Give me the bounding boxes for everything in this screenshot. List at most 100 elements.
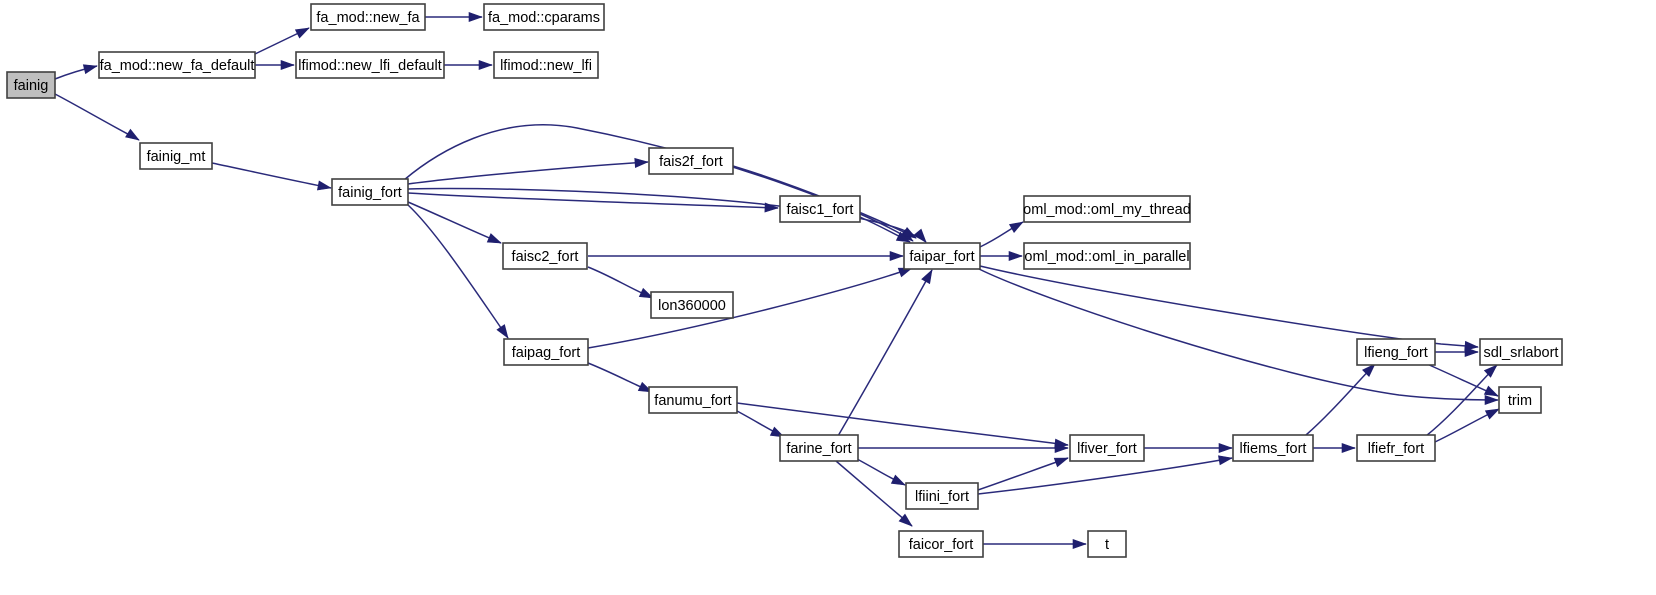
node-lfimod_new_lfi_default[interactable]: lfimod::new_lfi_default xyxy=(295,51,445,79)
node-box-lfiini_fort[interactable] xyxy=(905,482,979,510)
arrowhead xyxy=(478,59,493,71)
node-faisc2_fort[interactable]: faisc2_fort xyxy=(502,242,588,270)
node-lfiini_fort[interactable]: lfiini_fort xyxy=(905,482,979,510)
node-box-lfiver_fort[interactable] xyxy=(1069,434,1145,462)
edge-lfiini_fort-to-lfiems_fort xyxy=(977,457,1233,495)
node-box-t[interactable] xyxy=(1087,530,1127,558)
arrowhead xyxy=(764,202,779,213)
node-faipar_fort[interactable]: faipar_fort xyxy=(903,242,981,270)
node-t[interactable]: t xyxy=(1087,530,1127,558)
arrowhead xyxy=(913,228,927,243)
node-fainig_mt[interactable]: fainig_mt xyxy=(139,142,213,170)
arrowhead xyxy=(496,324,509,339)
node-fainig_fort[interactable]: fainig_fort xyxy=(331,178,409,206)
arrowhead xyxy=(901,226,917,239)
node-fa_mod_new_fa_default[interactable]: fa_mod::new_fa_default xyxy=(98,51,256,79)
node-lon360000[interactable]: lon360000 xyxy=(650,291,734,319)
node-lfiefr_fort[interactable]: lfiefr_fort xyxy=(1356,434,1436,462)
arrowhead xyxy=(125,128,140,141)
arrowhead xyxy=(921,269,933,285)
node-faicor_fort[interactable]: faicor_fort xyxy=(898,530,984,558)
node-sdl_srlabort[interactable]: sdl_srlabort xyxy=(1479,338,1563,366)
edge-faipar_fort-to-sdl_srlabort xyxy=(979,265,1479,348)
node-box-fainig_mt[interactable] xyxy=(139,142,213,170)
node-box-faipag_fort[interactable] xyxy=(503,338,589,366)
arrowhead xyxy=(486,233,502,244)
arrowhead xyxy=(1362,363,1376,377)
node-box-lfimod_new_lfi[interactable] xyxy=(493,51,599,79)
node-box-fa_mod_new_fa_default[interactable] xyxy=(98,51,256,79)
node-trim[interactable]: trim xyxy=(1498,386,1542,414)
node-fanumu_fort[interactable]: fanumu_fort xyxy=(648,386,738,414)
arrowhead xyxy=(1484,394,1499,406)
arrowhead xyxy=(889,250,904,262)
node-box-fais2f_fort[interactable] xyxy=(648,147,734,175)
node-box-fanumu_fort[interactable] xyxy=(648,386,738,414)
node-lfiver_fort[interactable]: lfiver_fort xyxy=(1069,434,1145,462)
node-box-faicor_fort[interactable] xyxy=(898,530,984,558)
arrowheads-layer xyxy=(82,11,1500,550)
node-box-fainig[interactable] xyxy=(6,71,56,99)
arrowhead xyxy=(1484,408,1500,420)
node-box-faipar_fort[interactable] xyxy=(903,242,981,270)
node-oml_my_thread[interactable]: oml_mod::oml_my_thread xyxy=(1023,195,1191,223)
node-faisc1_fort[interactable]: faisc1_fort xyxy=(779,195,861,223)
arrowhead xyxy=(280,59,295,71)
arrowhead xyxy=(634,157,649,168)
node-fainig[interactable]: fainig xyxy=(6,71,56,99)
node-fa_mod_cparams[interactable]: fa_mod::cparams xyxy=(483,3,605,31)
arrowhead xyxy=(1341,442,1356,454)
edges-layer xyxy=(54,16,1500,545)
node-box-lfiefr_fort[interactable] xyxy=(1356,434,1436,462)
nodes-layer: fainig fa_mod::new_fa_default fa_mod::new_… xyxy=(6,3,1563,558)
node-farine_fort[interactable]: farine_fort xyxy=(779,434,859,462)
node-fa_mod_new_fa[interactable]: fa_mod::new_fa xyxy=(310,3,426,31)
node-lfimod_new_lfi[interactable]: lfimod::new_lfi xyxy=(493,51,599,79)
arrowhead xyxy=(316,180,332,191)
arrowhead xyxy=(82,64,98,75)
arrowhead xyxy=(890,474,906,486)
edge-lfiems_fort-to-lfieng_fort xyxy=(1305,363,1376,436)
arrowhead xyxy=(1483,385,1499,397)
node-box-faisc2_fort[interactable] xyxy=(502,242,588,270)
edge-fanumu_fort-to-lfiver_fort xyxy=(736,402,1069,446)
arrowhead xyxy=(1483,364,1498,378)
node-box-farine_fort[interactable] xyxy=(779,434,859,462)
node-box-lon360000[interactable] xyxy=(650,291,734,319)
node-box-lfimod_new_lfi_default[interactable] xyxy=(295,51,445,79)
edge-fainig_fort-to-faipar_fort xyxy=(403,123,914,242)
node-box-lfiems_fort[interactable] xyxy=(1232,434,1314,462)
node-lfieng_fort[interactable]: lfieng_fort xyxy=(1356,338,1436,366)
arrowhead xyxy=(1053,457,1069,468)
arrowhead xyxy=(1008,221,1024,234)
node-box-oml_in_parallel[interactable] xyxy=(1023,242,1191,270)
node-box-fainig_fort[interactable] xyxy=(331,178,409,206)
edge-fainig_mt-to-fainig_fort xyxy=(211,162,332,189)
node-box-fa_mod_new_fa[interactable] xyxy=(310,3,426,31)
node-box-lfieng_fort[interactable] xyxy=(1356,338,1436,366)
arrowhead xyxy=(294,27,310,39)
node-fais2f_fort[interactable]: fais2f_fort xyxy=(648,147,734,175)
node-box-oml_my_thread[interactable] xyxy=(1023,195,1191,223)
node-box-faisc1_fort[interactable] xyxy=(779,195,861,223)
arrowhead xyxy=(1218,455,1233,466)
edge-fainig_fort-to-faipag_fort xyxy=(407,204,509,339)
arrowhead xyxy=(898,513,913,527)
edge-farine_fort-to-faicor_fort xyxy=(835,460,913,527)
arrowhead xyxy=(1054,442,1069,454)
arrowhead xyxy=(468,11,483,23)
node-box-trim[interactable] xyxy=(1498,386,1542,414)
node-faipag_fort[interactable]: faipag_fort xyxy=(503,338,589,366)
node-lfiems_fort[interactable]: lfiems_fort xyxy=(1232,434,1314,462)
edge-faipag_fort-to-faipar_fort xyxy=(587,267,913,349)
node-box-fa_mod_cparams[interactable] xyxy=(483,3,605,31)
edge-fainig_fort-to-faisc2_fort xyxy=(407,201,502,244)
arrowhead xyxy=(895,231,911,243)
edge-farine_fort-to-faipar_fort xyxy=(837,269,933,437)
node-oml_in_parallel[interactable]: oml_mod::oml_in_parallel xyxy=(1023,242,1191,270)
edge-faipar_fort-to-trim xyxy=(976,267,1499,401)
edge-fainig_fort-to-faisc1_fort xyxy=(407,192,779,209)
node-box-sdl_srlabort[interactable] xyxy=(1479,338,1563,366)
